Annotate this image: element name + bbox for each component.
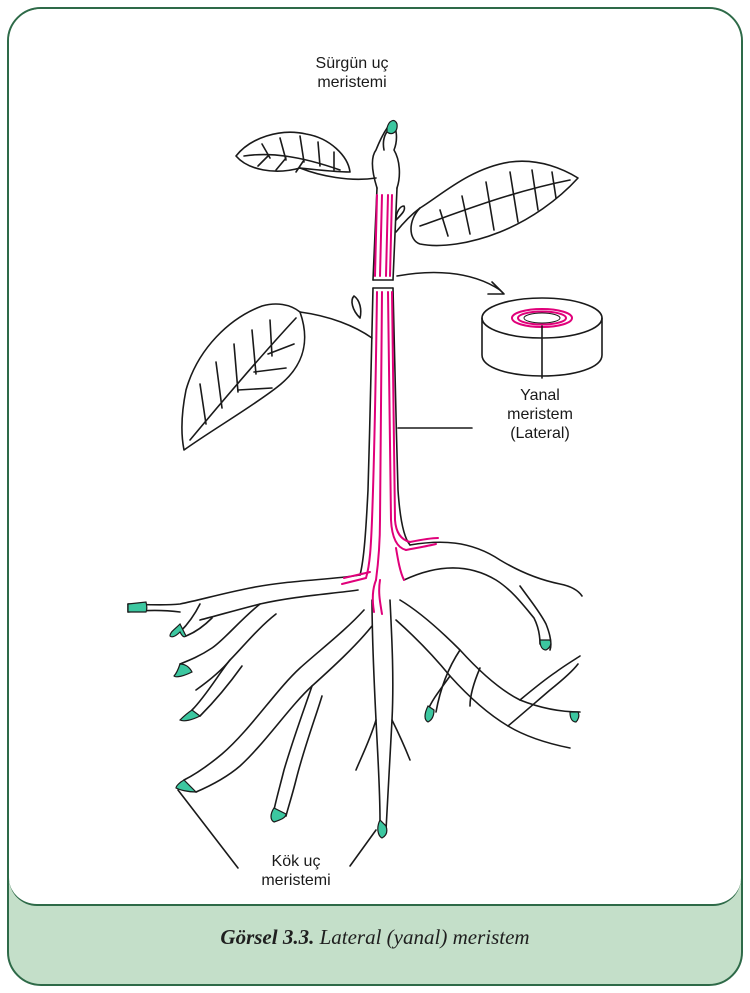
label-shoot-tip-line1: Sürgün uç (292, 54, 412, 73)
root-tip-1 (128, 602, 147, 612)
lateral-meristem-strands (342, 195, 438, 614)
root-tip-7 (378, 820, 387, 838)
root-tip-3 (174, 664, 192, 677)
leader-root-left (178, 790, 238, 868)
root-tip-6 (271, 808, 286, 822)
root-tip-9 (425, 706, 434, 722)
label-root-tip-line2: meristemi (236, 871, 356, 890)
caption-number: Görsel 3.3. (220, 925, 314, 949)
label-root-tip-meristem: Kök uç meristemi (236, 852, 356, 890)
caption-text: Lateral (yanal) meristem (320, 925, 530, 949)
label-lateral-line3: (Lateral) (480, 424, 600, 443)
bud-upper (396, 206, 405, 220)
label-shoot-tip-meristem: Sürgün uç meristemi (292, 54, 412, 92)
root-tip-4 (180, 710, 200, 721)
label-root-tip-line1: Kök uç (236, 852, 356, 871)
root-tip-meristems (128, 602, 579, 838)
leaf-top-left (236, 132, 376, 179)
leaf-top-right (396, 161, 578, 245)
root-tip-2 (170, 624, 186, 637)
label-lateral-meristem: Yanal meristem (Lateral) (480, 386, 600, 443)
root-tip-8 (540, 640, 551, 650)
shoot-apex-meristem (387, 121, 397, 134)
leaf-middle-left (182, 304, 372, 450)
figure-caption: Görsel 3.3. Lateral (yanal) meristem (0, 925, 750, 950)
label-lateral-line1: Yanal (480, 386, 600, 405)
label-lateral-line2: meristem (480, 405, 600, 424)
roots (128, 542, 582, 830)
lower-stem (360, 288, 410, 575)
stem-cross-section (482, 298, 602, 378)
root-tip-10 (570, 712, 579, 722)
label-shoot-tip-line2: meristemi (292, 73, 412, 92)
cut-arrow (397, 273, 500, 290)
bud-lower (352, 296, 361, 318)
